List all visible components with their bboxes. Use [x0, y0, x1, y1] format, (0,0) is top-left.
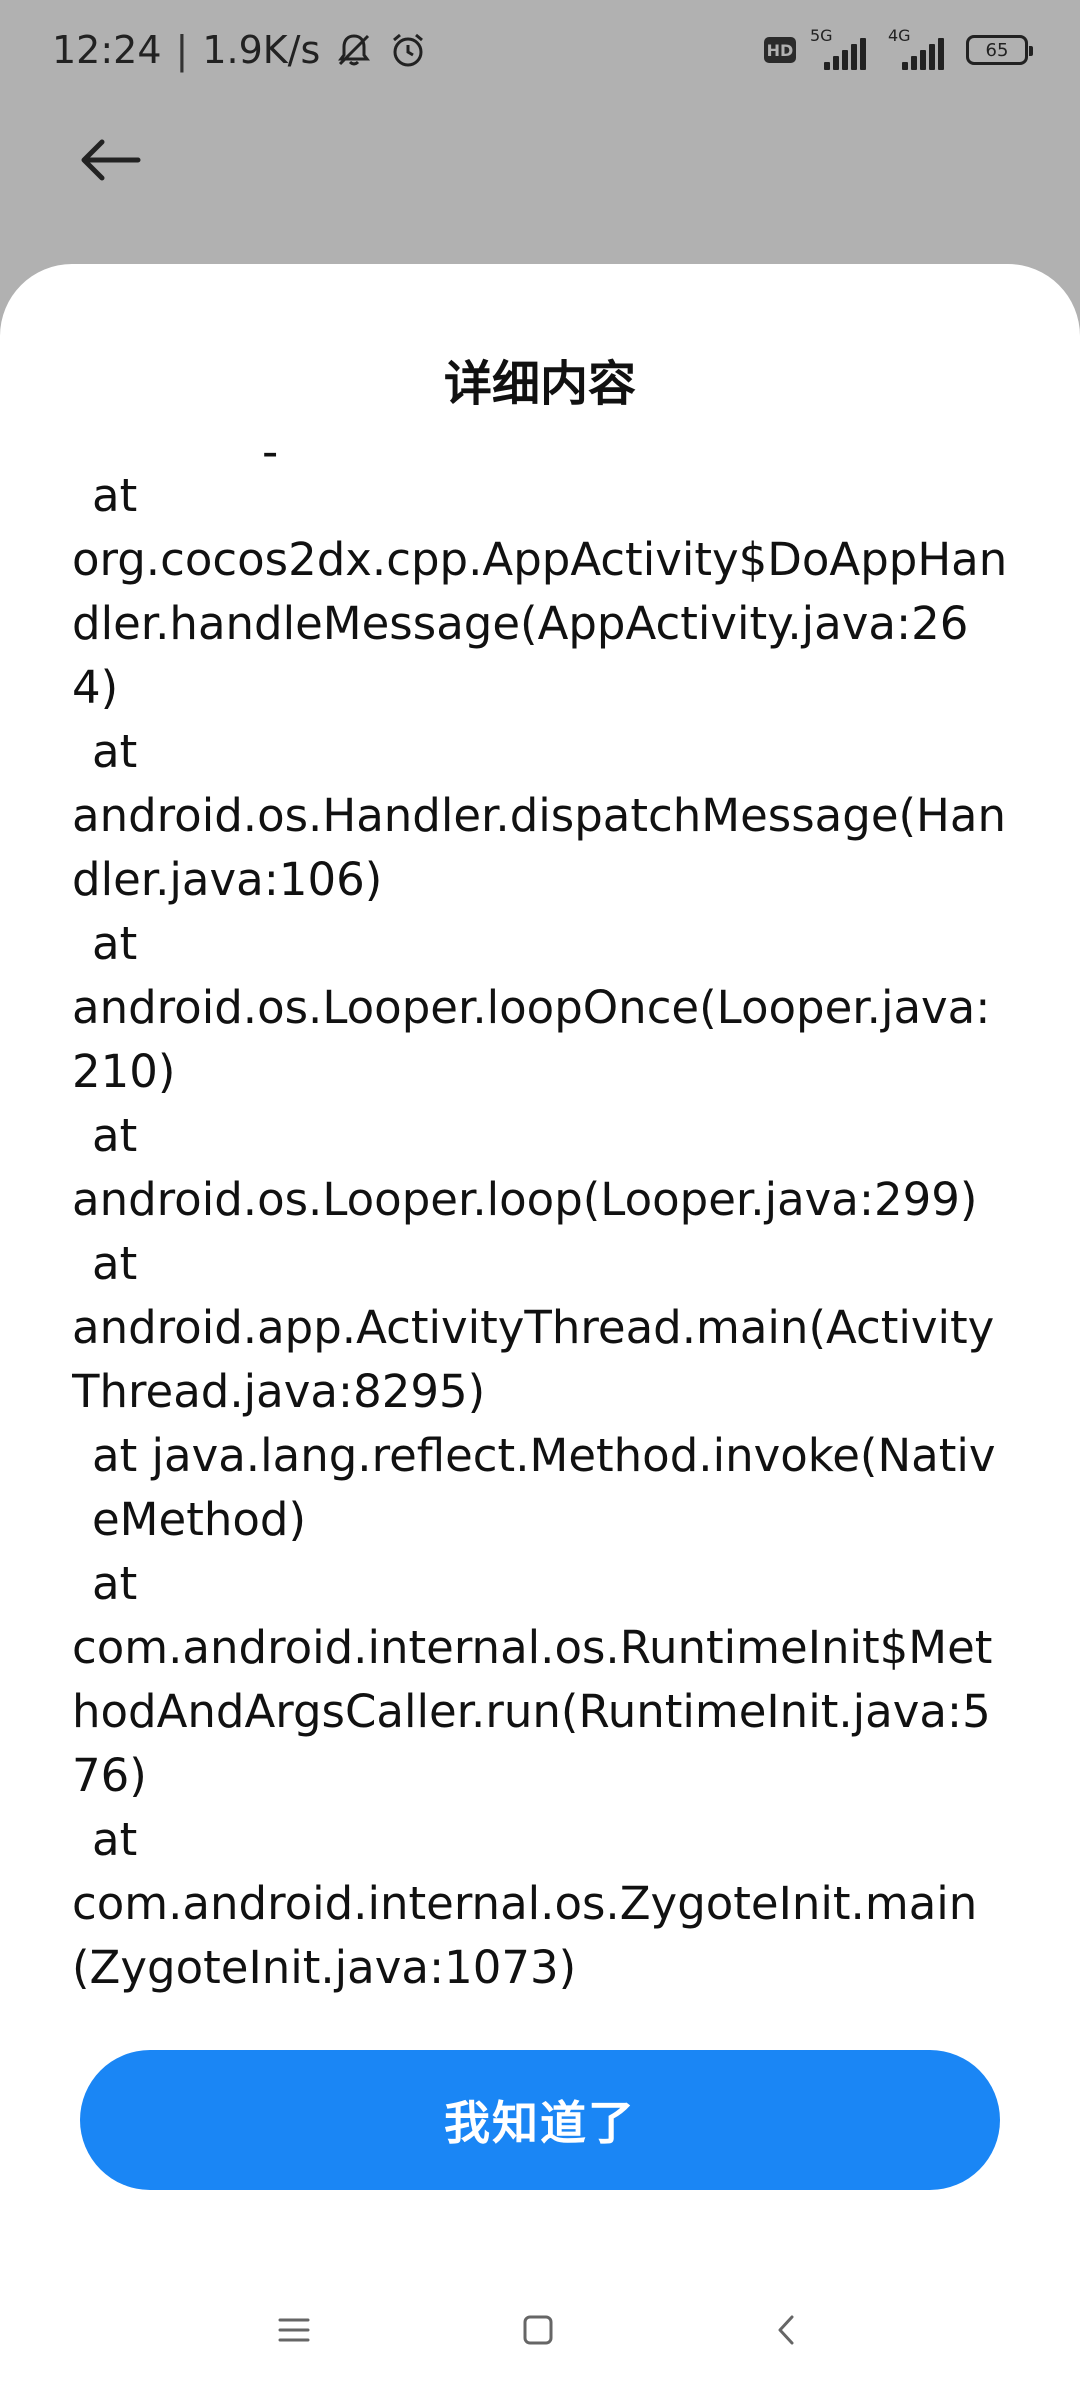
battery-icon: 65 — [966, 35, 1033, 65]
log-at: at — [92, 1237, 138, 1290]
log-line: org.cocos2dx.cpp.AppActivity$DoAppHandle… — [72, 533, 1008, 714]
log-line: at java.lang.reflect.Method.invoke(Nativ… — [92, 1429, 996, 1546]
menu-icon — [278, 2318, 310, 2342]
status-bar-left: 12:24 | 1.9K/s — [52, 28, 428, 72]
log-line: com.android.internal.os.ZygoteInit.main(… — [72, 1877, 978, 1994]
log-line: android.os.Looper.loop(Looper.java:299) — [72, 1173, 978, 1226]
signal-4g-icon: 4G — [888, 26, 952, 70]
back-arrow-icon — [81, 139, 141, 181]
log-at: at — [92, 1813, 138, 1866]
status-bar-right: HD 5G 4G 65 — [764, 26, 1033, 70]
status-time: 12:24 — [52, 28, 162, 72]
hd-icon: HD — [764, 37, 796, 63]
ok-button[interactable]: 我知道了 — [80, 2050, 1000, 2190]
nav-back-button[interactable] — [766, 2310, 806, 2350]
log-at: at — [92, 725, 138, 778]
signal-4g-label: 4G — [888, 26, 911, 45]
navigation-bar — [0, 2280, 1080, 2380]
back-button[interactable] — [70, 120, 150, 200]
log-at: at — [92, 1109, 138, 1162]
log-content[interactable]: - at org.cocos2dx.cpp.AppActivity$DoAppH… — [72, 424, 1012, 2204]
status-bar: 12:24 | 1.9K/s HD 5G — [0, 0, 1080, 100]
details-dialog: 详细内容 - at org.cocos2dx.cpp.AppActivity$D… — [0, 264, 1080, 2400]
signal-5g-icon: 5G — [810, 26, 874, 70]
log-line: android.os.Handler.dispatchMessage(Handl… — [72, 789, 1006, 906]
stacktrace-log: at org.cocos2dx.cpp.AppActivity$DoAppHan… — [72, 464, 1012, 2000]
log-at: at — [92, 469, 138, 522]
dialog-title: 详细内容 — [443, 356, 636, 412]
log-line: android.app.ActivityThread.main(Activity… — [72, 1301, 995, 1418]
signal-5g-label: 5G — [810, 26, 833, 45]
log-line: android.os.Looper.loopOnce(Looper.java:2… — [72, 981, 991, 1098]
log-at: at — [92, 917, 138, 970]
chevron-left-icon — [778, 2315, 794, 2345]
home-square-icon — [523, 2315, 553, 2345]
mute-bell-icon — [334, 30, 374, 70]
network-speed: 1.9K/s — [202, 28, 321, 72]
log-at: at — [92, 1557, 138, 1610]
status-separator: | — [175, 28, 189, 72]
nav-menu-button[interactable] — [274, 2310, 314, 2350]
nav-home-button[interactable] — [518, 2310, 558, 2350]
log-partial-line: - — [262, 425, 279, 464]
log-line: com.android.internal.os.RuntimeInit$Meth… — [72, 1621, 993, 1802]
alarm-icon — [388, 30, 428, 70]
